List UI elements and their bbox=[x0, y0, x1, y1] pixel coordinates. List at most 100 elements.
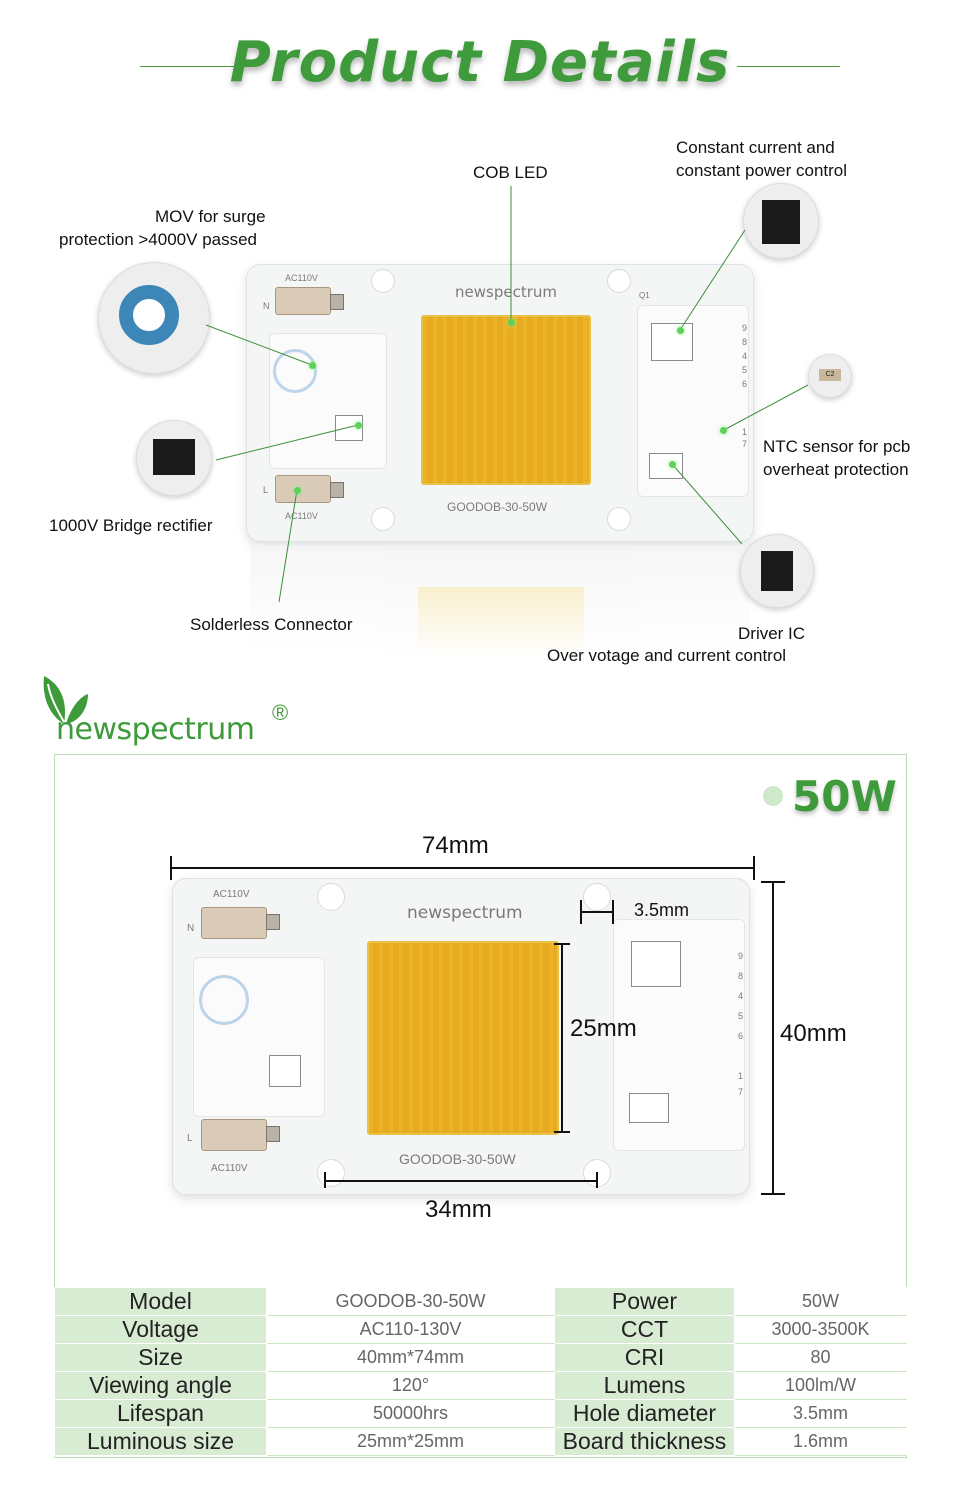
board-brand: newspectrum bbox=[455, 283, 557, 301]
board-side-number: 4 bbox=[737, 991, 743, 1001]
spec-value: 80 bbox=[734, 1343, 907, 1372]
spec-key: Power bbox=[554, 1287, 735, 1316]
spec-value: AC110-130V bbox=[266, 1315, 555, 1344]
brand-logo-text: newspectrum bbox=[56, 712, 255, 747]
connector-l bbox=[201, 1119, 280, 1151]
spec-value: 3000-3500K bbox=[734, 1315, 907, 1344]
board-side-number: 6 bbox=[741, 379, 747, 389]
board-l-label: L bbox=[263, 485, 269, 495]
mov-zoom bbox=[98, 262, 210, 374]
board-side-number: 8 bbox=[741, 337, 747, 347]
dim-line-chip bbox=[561, 944, 563, 1132]
header-rule-right bbox=[737, 66, 840, 67]
board-n-label: N bbox=[263, 301, 270, 311]
board-side-number: 8 bbox=[737, 971, 743, 981]
dim-line-width bbox=[772, 882, 774, 1194]
board-brand: newspectrum bbox=[407, 903, 523, 923]
dim-line-hole-span bbox=[325, 1180, 597, 1182]
dim-tick bbox=[554, 943, 570, 945]
mosfet-zoom bbox=[743, 183, 819, 259]
callout-bridge: 1000V Bridge rectifier bbox=[49, 516, 213, 535]
marker-dot bbox=[355, 422, 362, 429]
mounting-hole bbox=[607, 507, 631, 531]
driver-chip bbox=[761, 551, 793, 591]
dim-hole-span-label: 34mm bbox=[425, 1196, 492, 1223]
board-q-label: Q1 bbox=[639, 291, 650, 300]
bridge-chip bbox=[153, 439, 195, 475]
spec-value: 1.6mm bbox=[734, 1427, 907, 1456]
page-title: Product Details bbox=[229, 30, 731, 95]
board-side-number: 1 bbox=[737, 1071, 743, 1081]
header-rule-left bbox=[140, 66, 244, 67]
mov-disc bbox=[119, 285, 179, 345]
wattage-dot bbox=[763, 786, 783, 806]
mov-component bbox=[199, 975, 249, 1025]
product-board-dimension: newspectrum GOODOB-30-50W AC110V AC110V … bbox=[172, 878, 750, 1195]
marker-dot bbox=[309, 362, 316, 369]
table-row: Size 40mm*74mm CRI 80 bbox=[54, 1343, 907, 1372]
spec-key: Luminous size bbox=[54, 1427, 267, 1456]
dim-tick bbox=[554, 1131, 570, 1133]
connector-l bbox=[275, 475, 344, 503]
board-side-number: 4 bbox=[741, 351, 747, 361]
callout-ntc-2: overheat protection bbox=[763, 460, 909, 479]
spec-value: 100lm/W bbox=[734, 1371, 907, 1400]
table-row: Model GOODOB-30-50W Power 50W bbox=[54, 1287, 907, 1316]
board-reflection bbox=[250, 545, 750, 655]
callout-constant-1: Constant current and bbox=[676, 138, 835, 157]
board-ac-label: AC110V bbox=[213, 889, 250, 900]
driver-ic-component bbox=[629, 1093, 669, 1123]
callout-constant-2: constant power control bbox=[676, 161, 848, 180]
marker-dot bbox=[508, 319, 515, 326]
ntc-zoom: C2 bbox=[808, 354, 852, 398]
callout-driver-1: Driver IC bbox=[738, 624, 806, 643]
table-row: Luminous size 25mm*25mm Board thickness … bbox=[54, 1427, 907, 1456]
spec-box bbox=[54, 754, 907, 1458]
board-model-print: GOODOB-30-50W bbox=[447, 500, 548, 514]
spec-value: GOODOB-30-50W bbox=[266, 1287, 555, 1316]
dim-line-length bbox=[171, 867, 755, 869]
marker-dot bbox=[677, 327, 684, 334]
spec-value: 3.5mm bbox=[734, 1399, 907, 1428]
callout-cob-led: COB LED bbox=[473, 163, 548, 182]
mov-component bbox=[273, 349, 317, 393]
spec-value: 50000hrs bbox=[266, 1399, 555, 1428]
mosfet-chip bbox=[762, 200, 800, 244]
bridge-zoom bbox=[136, 420, 212, 496]
board-side-number: 9 bbox=[741, 323, 747, 333]
leaf-logo-icon bbox=[43, 676, 88, 724]
marker-dot bbox=[669, 461, 676, 468]
callout-mov-2: protection >4000V passed bbox=[59, 230, 258, 249]
board-side-number: 5 bbox=[737, 1011, 743, 1021]
board-side-number: 7 bbox=[737, 1087, 743, 1097]
board-side-number: 9 bbox=[737, 951, 743, 961]
spec-key: Board thickness bbox=[554, 1427, 735, 1456]
dim-tick bbox=[761, 1193, 785, 1195]
dim-tick bbox=[612, 900, 614, 924]
callout-connector: Solderless Connector bbox=[190, 615, 353, 634]
leader-lines bbox=[205, 186, 809, 603]
dim-chip-label: 25mm bbox=[570, 1015, 637, 1042]
dim-tick bbox=[580, 900, 582, 924]
board-model-print: GOODOB-30-50W bbox=[399, 1151, 516, 1167]
table-row: Viewing angle 120° Lumens 100lm/W bbox=[54, 1371, 907, 1400]
table-row: Lifespan 50000hrs Hole diameter 3.5mm bbox=[54, 1399, 907, 1428]
mounting-hole bbox=[317, 1159, 345, 1187]
board-ac-label: AC110V bbox=[211, 1163, 248, 1174]
spec-key: Voltage bbox=[54, 1315, 267, 1344]
cob-led-chip bbox=[367, 941, 559, 1135]
bridge-component bbox=[269, 1055, 301, 1087]
spec-key: Viewing angle bbox=[54, 1371, 267, 1400]
spec-key: CCT bbox=[554, 1315, 735, 1344]
dim-tick bbox=[170, 856, 172, 880]
table-row: Voltage AC110-130V CCT 3000-3500K bbox=[54, 1315, 907, 1344]
spec-value: 50W bbox=[734, 1287, 907, 1316]
spec-value: 120° bbox=[266, 1371, 555, 1400]
connector-n bbox=[201, 907, 280, 939]
board-side-number: 6 bbox=[737, 1031, 743, 1041]
board-ac-label: AC110V bbox=[285, 273, 318, 283]
spec-key: Hole diameter bbox=[554, 1399, 735, 1428]
spec-value: 25mm*25mm bbox=[266, 1427, 555, 1456]
callout-mov-1: MOV for surge bbox=[155, 207, 266, 226]
chip-reflection bbox=[418, 587, 584, 655]
